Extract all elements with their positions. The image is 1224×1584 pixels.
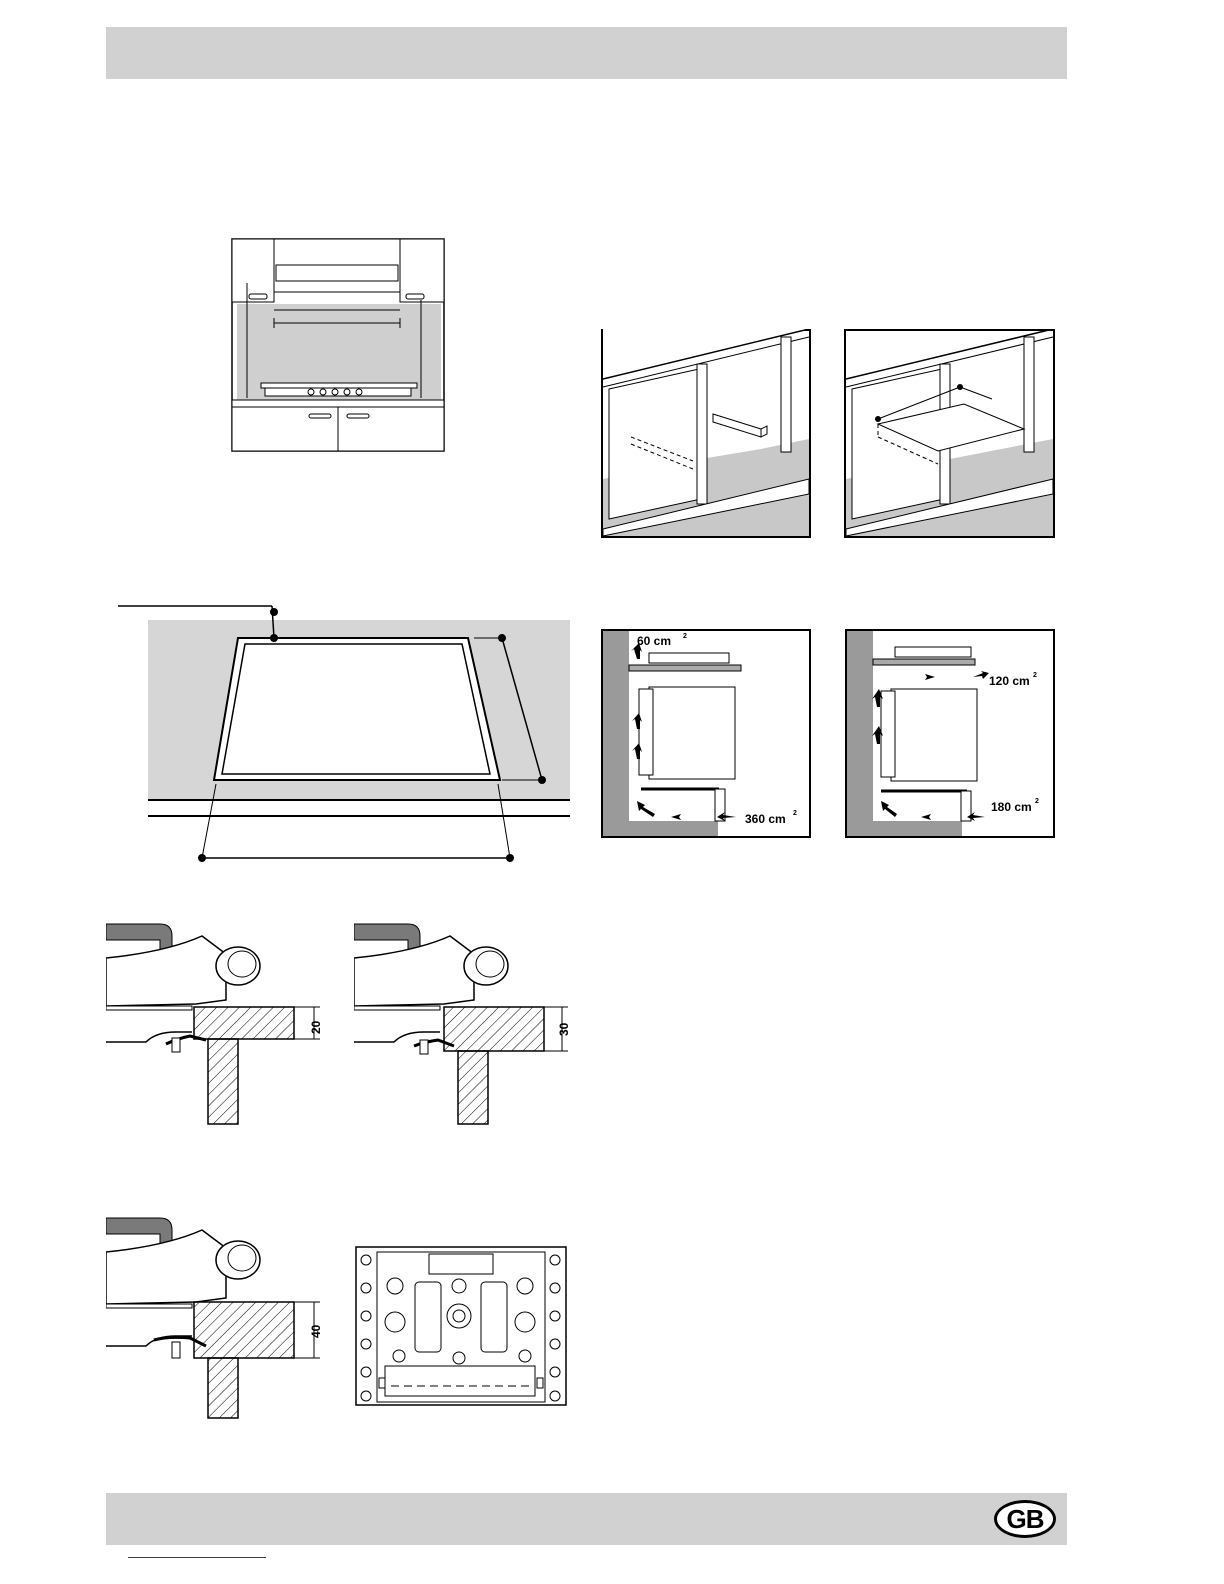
dim-20-label: 20 bbox=[309, 1020, 323, 1034]
vent-top-exponent: 2 bbox=[1033, 672, 1037, 679]
header-band bbox=[106, 27, 1067, 79]
dim-40-label: 40 bbox=[309, 1324, 323, 1338]
cutout-figure bbox=[118, 598, 570, 868]
ventilation-figure-a: 60 cm 2 360 cm 2 bbox=[601, 629, 811, 838]
kitchen-elevation-figure bbox=[231, 238, 446, 453]
cabinet-figure-b bbox=[844, 329, 1055, 538]
vent-bottom-exponent: 2 bbox=[1035, 798, 1039, 805]
clamp-figure-20: 20 bbox=[106, 914, 330, 1128]
vent-bottom-label: 180 cm bbox=[991, 800, 1032, 814]
ventilation-figure-b: 120 cm 2 180 cm 2 bbox=[845, 629, 1055, 838]
footer-link-underline bbox=[128, 1557, 266, 1558]
dim-30-label: 30 bbox=[557, 1022, 571, 1036]
vent-bottom-exponent: 2 bbox=[793, 810, 797, 817]
hob-underside-figure bbox=[355, 1246, 567, 1406]
footer-band bbox=[106, 1493, 1067, 1545]
vent-bottom-label: 360 cm bbox=[745, 812, 786, 826]
clamp-figure-30: 30 bbox=[354, 914, 578, 1128]
vent-top-label: 60 cm bbox=[637, 634, 671, 648]
vent-top-label: 120 cm bbox=[989, 674, 1030, 688]
vent-top-exponent: 2 bbox=[683, 633, 687, 640]
cabinet-figure-a bbox=[601, 329, 811, 538]
clamp-figure-40: 40 bbox=[106, 1214, 330, 1420]
country-badge: GB bbox=[994, 1500, 1056, 1538]
